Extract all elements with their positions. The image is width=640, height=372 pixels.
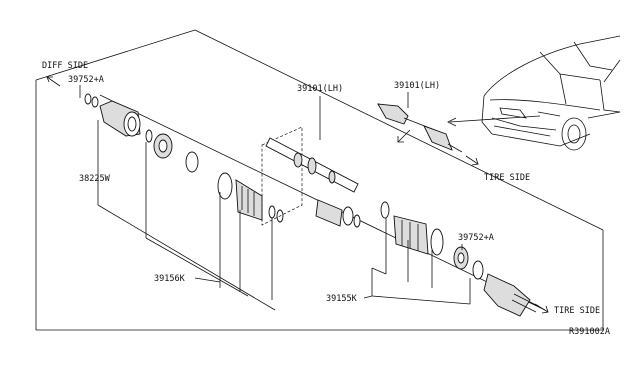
tire-side-label-upper: TIRE SIDE <box>484 173 530 183</box>
diff-side-arrow-icon <box>46 76 61 87</box>
circlip-right <box>472 260 484 280</box>
drive-shaft <box>265 137 359 193</box>
outer-joint-housing <box>483 273 539 317</box>
outer-bearing-ring <box>453 246 469 270</box>
inset-arrow-icon <box>397 129 411 143</box>
label-39156k: 39156K <box>154 274 186 284</box>
inner-joint-housing <box>99 100 141 137</box>
seal-ring <box>145 129 153 143</box>
tire-side-arrow-icon-lower <box>534 303 549 314</box>
car-pointer-arrow <box>447 115 541 127</box>
inset-drive-shaft <box>377 103 463 153</box>
label-39101lh-inset: 39101(LH) <box>394 81 440 91</box>
spider-assembly <box>153 133 173 159</box>
boot-band-left <box>217 172 233 200</box>
label-39101lh-main: 39101(LH) <box>297 84 343 94</box>
label-38225w: 38225W <box>79 174 111 184</box>
car-illustration <box>481 35 621 151</box>
dynamic-damper <box>315 199 361 228</box>
tire-side-label-lower: TIRE SIDE <box>554 306 600 316</box>
tire-side-arrow-icon-upper <box>465 155 479 166</box>
snap-ring-left <box>185 151 199 173</box>
snap-ring-right <box>380 201 390 219</box>
label-39155k: 39155K <box>326 294 358 304</box>
boot-right <box>393 215 429 255</box>
diff-side-label: DIFF SIDE <box>42 61 88 71</box>
label-39752a-right: 39752+A <box>458 233 494 243</box>
label-39752a-left: 39752+A <box>68 75 104 85</box>
diagram-code: R391002A <box>569 327 610 337</box>
boot-band-right <box>430 228 444 256</box>
boot-band-small-left <box>268 205 276 219</box>
diagram-frame <box>35 29 196 81</box>
shaft-detail-box <box>261 126 303 226</box>
circlip-left <box>84 93 92 105</box>
